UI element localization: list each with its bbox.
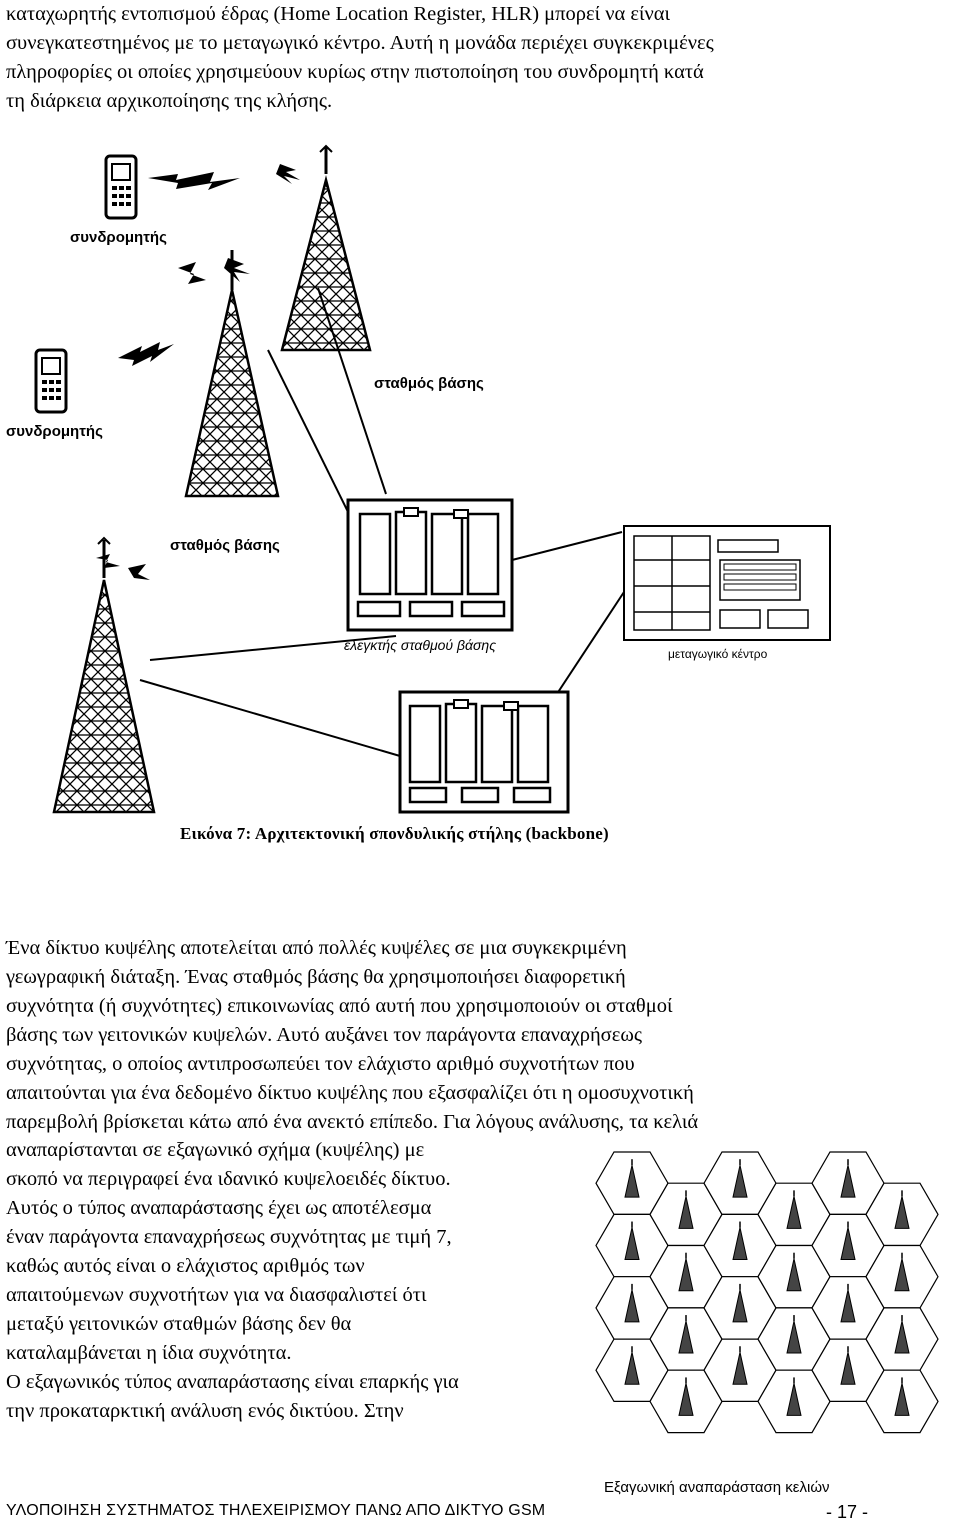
label-subscriber-left: συνδρομητής xyxy=(6,423,103,440)
text-line: συχνότητας, ο οποίος αντιπροσωπεύει τον … xyxy=(6,1053,635,1075)
antenna-tower-icon xyxy=(840,1352,856,1385)
antenna-tower-icon xyxy=(840,1289,856,1323)
hexagonal-cells-figure xyxy=(595,1151,939,1434)
antenna-tower-icon xyxy=(840,1227,856,1261)
antenna-tower-icon xyxy=(624,1165,640,1198)
text-line: μεταξύ γειτονικών σταθμών βάσης δεν θα xyxy=(6,1313,352,1335)
text-line: Αυτός ο τύπος αναπαράστασης έχει ως αποτ… xyxy=(6,1197,432,1219)
hex-cell xyxy=(865,1307,939,1371)
text-line: βάσης των γειτονικών κυψελών. Αυτό αυξάν… xyxy=(6,1024,642,1046)
backbone-architecture-figure: συνδρομητής συνδρομητής σταθμός βάσης στ… xyxy=(6,144,831,814)
antenna-tower-icon xyxy=(732,1352,748,1385)
base-station-tower-top xyxy=(280,144,372,352)
antenna-tower-icon xyxy=(678,1320,694,1354)
antenna-tower-icon xyxy=(894,1383,910,1416)
figure-caption: Εικόνα 7: Αρχιτεκτονική σπονδυλικής στήλ… xyxy=(180,824,609,843)
hex-cell xyxy=(865,1369,939,1434)
switching-center-icon xyxy=(623,525,831,641)
radio-signal-icons xyxy=(96,164,300,580)
antenna-tower-icon xyxy=(678,1196,694,1229)
text-line: γεωγραφική διάταξη. Ένας σταθμός βάσης θ… xyxy=(6,966,626,988)
text-line: απαιτούνται για ένα δεδομένο δίκτυο κυψέ… xyxy=(6,1082,694,1104)
text-line: απαιτούμενων συχνοτήτων για να διασφαλισ… xyxy=(6,1284,427,1306)
hex-cell xyxy=(757,1244,831,1309)
hex-cell xyxy=(649,1244,723,1309)
cells-paragraph-narrow: αναπαρίστανται σε εξαγωνικό σχήμα (κυψέλ… xyxy=(6,1136,459,1426)
figure-caption: Εξαγωνική αναπαράσταση κελιών xyxy=(604,1479,830,1496)
text-line: παρεμβολή βρίσκεται κάτω από ένα ανεκτό … xyxy=(6,1111,699,1133)
antenna-tower-icon xyxy=(786,1258,802,1292)
antenna-tower-icon xyxy=(732,1289,748,1323)
text-line: καταχωρητής εντοπισμού έδρας (Home Locat… xyxy=(6,3,671,25)
page-number: - 17 - xyxy=(825,1502,868,1522)
label-bsc: ελεγκτής σταθμού βάσης xyxy=(344,637,496,653)
label-base-station-right: σταθμός βάσης xyxy=(374,375,484,392)
mobile-phone-icon xyxy=(104,154,138,220)
base-station-tower-bottom xyxy=(52,536,156,814)
base-station-controller-icon xyxy=(346,498,514,632)
text-line: πληροφορίες οι οποίες χρησιμεύουν κυρίως… xyxy=(6,61,704,83)
label-switching-center: μεταγωγικό κέντρο xyxy=(668,647,768,661)
cells-paragraph: Ένα δίκτυο κυψέλης αποτελείται από πολλέ… xyxy=(6,934,698,1137)
antenna-tower-icon xyxy=(894,1320,910,1354)
label-subscriber-top: συνδρομητής xyxy=(70,229,167,246)
hex-cell xyxy=(757,1182,831,1247)
text-line: Ένα δίκτυο κυψέλης αποτελείται από πολλέ… xyxy=(6,937,627,959)
antenna-tower-icon xyxy=(732,1227,748,1261)
antenna-tower-icon xyxy=(894,1196,910,1229)
hex-cell xyxy=(811,1338,885,1402)
hex-cell xyxy=(649,1369,723,1434)
antenna-tower-icon xyxy=(732,1165,748,1198)
hex-cell xyxy=(595,1151,669,1216)
antenna-tower-icon xyxy=(786,1196,802,1229)
text-line: καταλαμβάνεται η ίδια συχνότητα. xyxy=(6,1342,292,1364)
label-base-station-left: σταθμός βάσης xyxy=(170,537,280,554)
antenna-tower-icon xyxy=(624,1227,640,1261)
text-line: συχνότητα (ή συχνότητες) επικοινωνίας απ… xyxy=(6,995,673,1017)
antenna-tower-icon xyxy=(840,1165,856,1198)
intro-paragraph: καταχωρητής εντοπισμού έδρας (Home Locat… xyxy=(6,0,714,116)
footer-title: ΥΛΟΠΟΙΗΣΗ ΣΥΣΤΗΜΑΤΟΣ ΤΗΛΕΧΕΙΡΙΣΜΟΥ ΠΑΝΩ … xyxy=(6,1502,546,1519)
hex-cell xyxy=(811,1213,885,1278)
mobile-phone-icon xyxy=(34,348,68,414)
text-line: τη διάρκεια αρχικοποίησης της κλήσης. xyxy=(6,90,333,112)
hex-cell xyxy=(703,1151,777,1216)
base-station-tower-middle xyxy=(184,250,280,498)
text-line: καθώς αυτός είναι ο ελάχιστος αριθμός τω… xyxy=(6,1255,365,1277)
base-station-controller-icon xyxy=(398,690,570,814)
antenna-tower-icon xyxy=(894,1258,910,1292)
antenna-tower-icon xyxy=(678,1383,694,1416)
text-line: συνεγκατεστημένος με το μεταγωγικό κέντρ… xyxy=(6,32,714,54)
antenna-tower-icon xyxy=(786,1320,802,1354)
hex-cell xyxy=(649,1182,723,1247)
text-line: έναν παράγοντα επαναχρήσεως συχνότητας μ… xyxy=(6,1226,452,1248)
antenna-tower-icon xyxy=(624,1289,640,1323)
text-line: Ο εξαγωνικός τύπος αναπαράστασης είναι ε… xyxy=(6,1371,459,1393)
text-line: αναπαρίστανται σε εξαγωνικό σχήμα (κυψέλ… xyxy=(6,1139,425,1161)
text-line: σκοπό να περιγραφεί ένα ιδανικό κυψελοει… xyxy=(6,1168,451,1190)
text-line: την προκαταρκτική ανάλυση ενός δικτύου. … xyxy=(6,1400,404,1422)
antenna-tower-icon xyxy=(678,1258,694,1292)
antenna-tower-icon xyxy=(624,1352,640,1385)
antenna-tower-icon xyxy=(786,1383,802,1416)
